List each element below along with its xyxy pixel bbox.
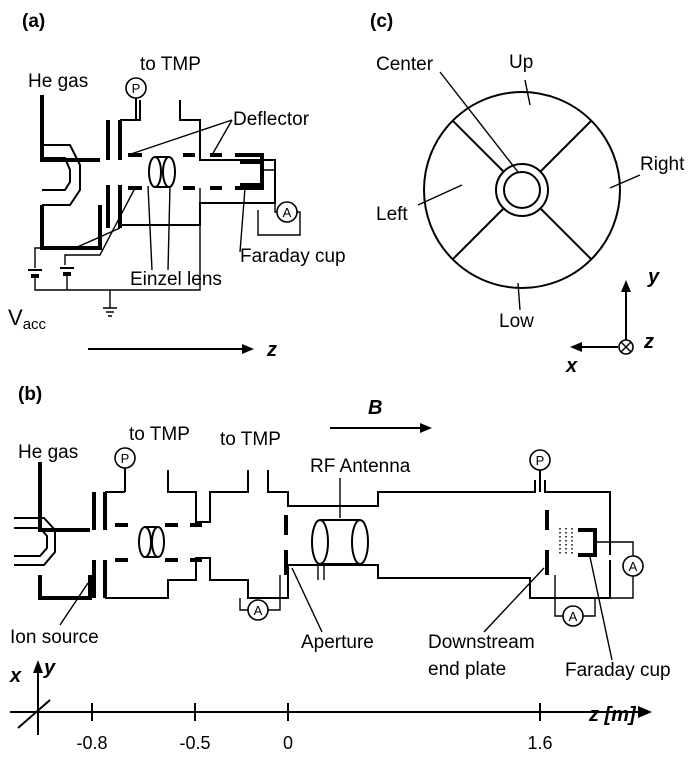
einzel-lens-a [148, 156, 176, 188]
svg-text:z: z [266, 339, 277, 361]
vacc-label: Vacc [8, 305, 47, 333]
panel-b-tag: (b) [18, 384, 42, 405]
to-tmp-label-b-2: to TMP [220, 429, 281, 450]
tick-minus-0-8: -0.8 [76, 733, 107, 753]
downstream-leader [483, 567, 545, 633]
up-leader [524, 79, 531, 106]
faraday-cup-leader-b [589, 556, 613, 661]
aperture-leader [291, 567, 323, 633]
faraday-cup-label: Faraday cup [240, 246, 346, 267]
svg-text:A: A [569, 609, 578, 624]
rf-antenna-label: RF Antenna [310, 456, 411, 477]
tick-minus-0-5: -0.5 [179, 733, 210, 753]
low-label: Low [499, 311, 534, 332]
right-label: Right [640, 154, 685, 175]
deflector-label: Deflector [233, 109, 310, 130]
downstream-label-1: Downstream [428, 632, 535, 653]
svg-text:y: y [647, 266, 660, 288]
pressure-gauge-b-2: P [529, 449, 551, 492]
ion-source-leader [59, 582, 89, 626]
center-leader [439, 71, 519, 173]
panel-a-tag: (a) [22, 11, 45, 32]
downstream-label-2: end plate [428, 659, 506, 680]
left-leader [417, 184, 463, 206]
deflector-plates-a [240, 160, 262, 187]
svg-text:P: P [536, 453, 545, 468]
svg-text:y: y [43, 657, 56, 679]
svg-text:z [m]: z [m] [588, 704, 637, 726]
panel-a: (a) He gas to TMP Deflector Faraday cup … [8, 11, 346, 361]
extraction-electrodes-a [106, 120, 122, 228]
ion-source-a [40, 95, 102, 250]
inner-electrodes-b [115, 523, 202, 562]
panel-b: (b) He gas to TMP to TMP B RF Antenna P [9, 384, 671, 753]
z-axis-b: x y z [m] -0.8 -0.5 0 1.6 [9, 657, 652, 753]
ammeter-b-1: A [239, 575, 281, 621]
b-field-label: B [368, 397, 382, 419]
tick-1-6: 1.6 [527, 733, 552, 753]
svg-text:P: P [132, 81, 141, 96]
svg-text:x: x [9, 665, 22, 687]
ammeter-b-2: A [554, 575, 596, 627]
pressure-gauge-a: P [125, 77, 147, 120]
to-tmp-label-b-1: to TMP [129, 424, 190, 445]
ion-source-b [14, 462, 92, 600]
low-leader [517, 282, 521, 311]
z-axis-a: z [88, 339, 277, 361]
xyz-axes-c: y x z [565, 266, 660, 377]
svg-text:A: A [283, 205, 292, 220]
svg-text:A: A [629, 559, 638, 574]
left-label: Left [376, 204, 408, 225]
segmented-plate [423, 91, 621, 289]
svg-text:P: P [121, 451, 130, 466]
tick-0: 0 [283, 733, 293, 753]
center-label: Center [376, 54, 434, 75]
einzel-lens-b [138, 526, 165, 558]
pressure-gauge-b-1: P [114, 447, 136, 492]
extraction-electrodes-b [92, 492, 107, 598]
right-leader [609, 174, 641, 189]
chamber-outline-b [105, 470, 611, 599]
svg-text:A: A [254, 603, 263, 618]
panel-c-tag: (c) [370, 11, 393, 32]
he-gas-label-b: He gas [18, 442, 78, 463]
ammeter-a: A [257, 169, 301, 236]
he-gas-label: He gas [28, 71, 88, 92]
up-label: Up [509, 52, 533, 73]
to-tmp-label: to TMP [140, 54, 201, 75]
faraday-cup-label-b: Faraday cup [565, 660, 671, 681]
faraday-cup-a [235, 153, 264, 190]
svg-text:z: z [643, 331, 654, 353]
rf-antenna-coil [311, 519, 369, 580]
ammeter-b-3: A [595, 541, 644, 599]
panel-c: (c) Center Up Right Left Low y [370, 11, 685, 377]
svg-text:x: x [565, 355, 578, 377]
repeller-grid [559, 528, 573, 556]
leaders-a [127, 119, 246, 271]
ion-source-label: Ion source [10, 627, 99, 648]
faraday-cup-b [578, 528, 597, 557]
circuit-a [28, 187, 201, 317]
aperture-label: Aperture [301, 632, 374, 653]
einzel-lens-label: Einzel lens [130, 269, 222, 290]
